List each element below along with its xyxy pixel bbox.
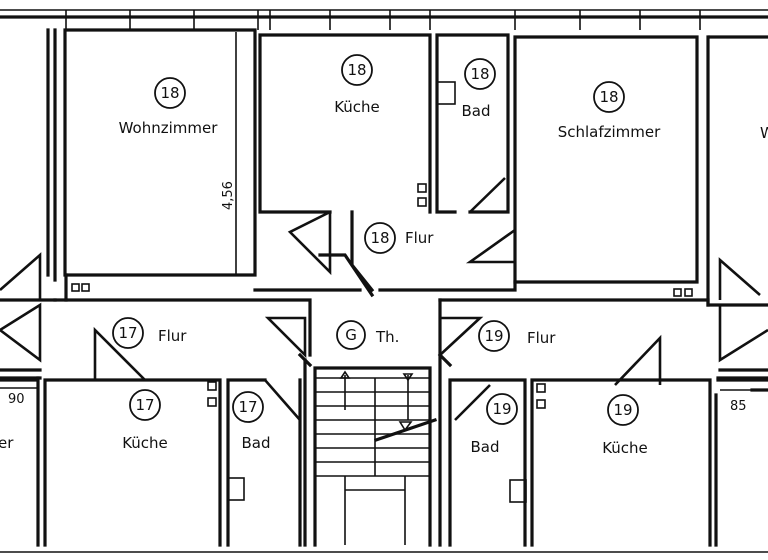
circle-bad-19: [486, 393, 518, 425]
number-kueche-18: 18: [347, 61, 366, 79]
room-labels: Wohnzimmer Küche Bad Schlafzimmer Flur F…: [0, 98, 768, 457]
room-wohnzimmer-18: 4,56: [53, 28, 257, 302]
room-schlafzimmer-18: [465, 35, 710, 307]
label-partial-left: er: [0, 434, 14, 452]
label-bad-17: Bad: [241, 434, 270, 452]
circle-bad-17: [232, 391, 264, 423]
number-schlafzimmer-18: 18: [599, 88, 618, 106]
corridor-walls: [0, 252, 768, 547]
number-treppenhaus: G: [345, 326, 357, 344]
label-treppenhaus: Th.: [375, 328, 399, 346]
circle-flur-19: [478, 320, 510, 352]
circle-kueche-17: [129, 389, 161, 421]
dimension-left-width: 90: [8, 392, 25, 407]
circle-flur-17: [112, 317, 144, 349]
room-partial-right: [708, 35, 768, 547]
circle-treppenhaus: [336, 320, 366, 350]
label-flur-17: Flur: [158, 327, 187, 345]
number-bad-18: 18: [470, 65, 489, 83]
number-flur-17: 17: [118, 324, 137, 342]
number-flur-19: 19: [484, 327, 503, 345]
dimension-right-width: 85: [730, 399, 747, 414]
number-bad-17: 17: [238, 398, 257, 416]
number-flur-18: 18: [370, 229, 389, 247]
number-bad-19: 19: [492, 400, 511, 418]
circle-wohnzimmer-18: [154, 77, 186, 109]
top-facade: [0, 9, 768, 30]
label-kueche-17: Küche: [122, 434, 168, 452]
label-schlafzimmer-18: Schlafzimmer: [558, 123, 661, 141]
label-kueche-18: Küche: [334, 98, 380, 116]
circle-kueche-19: [607, 394, 639, 426]
room-partial-left: [0, 28, 50, 547]
room-bad-18: [435, 33, 510, 214]
room-kueche-17: [43, 326, 222, 547]
label-kueche-19: Küche: [602, 439, 648, 457]
label-bad-18: Bad: [461, 102, 490, 120]
dimension-wohnzimmer-depth: 4,56: [221, 181, 236, 210]
unit-circles: 18 18 18 18 18 17 17 17 G 19 19 19: [112, 54, 639, 426]
label-flur-19: Flur: [527, 329, 556, 347]
label-flur-18: Flur: [405, 229, 434, 247]
circle-bad-18: [464, 58, 496, 90]
room-bad-17: [226, 378, 302, 547]
number-wohnzimmer-18: 18: [160, 84, 179, 102]
room-flur-18: [253, 253, 517, 298]
dimension-strips: 90 85: [0, 387, 768, 414]
circle-schlafzimmer-18: [593, 81, 625, 113]
number-kueche-19: 19: [613, 401, 632, 419]
room-bad-19: [448, 378, 546, 547]
circle-kueche-18: [341, 54, 373, 86]
label-wohnzimmer-18: Wohnzimmer: [119, 119, 219, 137]
room-treppenhaus: [313, 366, 438, 547]
number-kueche-17: 17: [135, 396, 154, 414]
label-bad-19: Bad: [470, 438, 499, 456]
label-partial-right: W: [760, 124, 768, 142]
circle-flur-18: [364, 222, 396, 254]
room-kueche-19: [530, 334, 712, 547]
